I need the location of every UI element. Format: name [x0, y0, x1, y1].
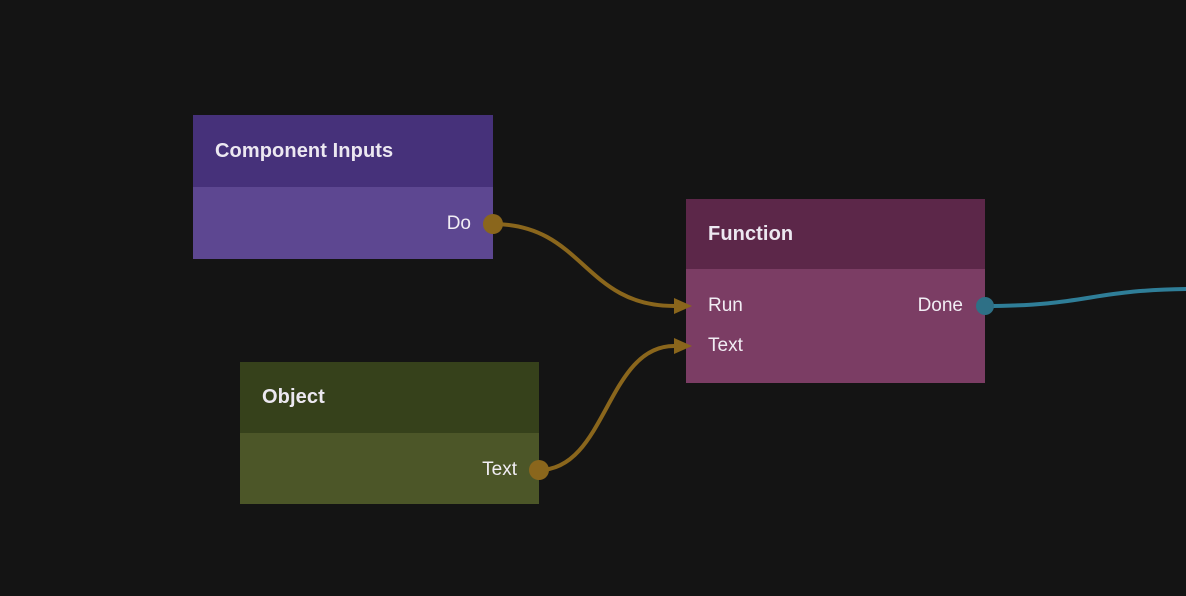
wire-do-to-run[interactable] — [491, 222, 676, 308]
port-row: Text — [686, 326, 985, 366]
output-port-do[interactable]: Do — [446, 213, 471, 234]
node-body: Do — [193, 187, 493, 244]
node-object[interactable]: Object Text — [240, 362, 539, 504]
node-header[interactable]: Function — [686, 199, 985, 269]
input-port-text[interactable]: Text — [708, 335, 743, 356]
node-header[interactable]: Object — [240, 362, 539, 433]
input-port-run[interactable]: Run — [708, 295, 743, 316]
port-row: Run Done — [686, 286, 985, 326]
node-header[interactable]: Component Inputs — [193, 115, 493, 187]
node-title: Function — [708, 222, 794, 245]
port-row: Do — [193, 204, 493, 244]
node-title: Object — [262, 386, 325, 408]
node-component-inputs[interactable]: Component Inputs Do — [193, 115, 493, 259]
node-body: Text — [240, 433, 539, 490]
wire-object-text-to-function-text[interactable] — [537, 344, 676, 472]
wire-done-offscreen-right[interactable] — [983, 287, 1186, 308]
node-title: Component Inputs — [215, 139, 394, 162]
port-row: Text — [240, 450, 539, 490]
output-port-text[interactable]: Text — [482, 459, 517, 480]
output-port-done[interactable]: Done — [917, 295, 963, 316]
